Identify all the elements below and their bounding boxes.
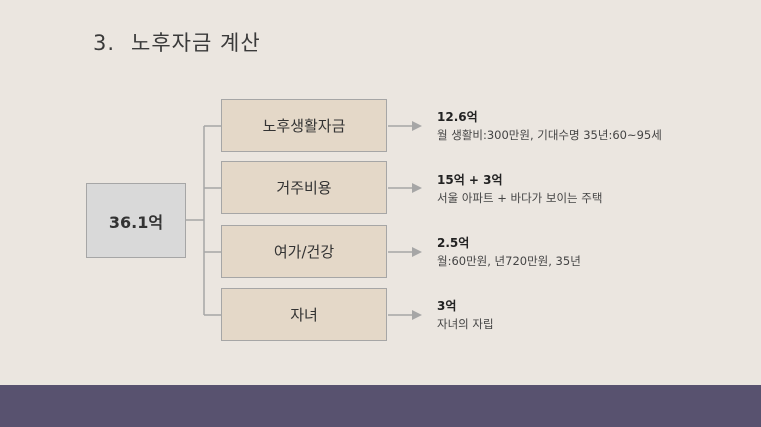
detail-children: 3억 자녀의 자립 [437,298,494,333]
footer-bar [0,385,761,427]
arrow-head-2 [412,183,422,193]
detail-description: 자녀의 자립 [437,317,494,331]
category-label: 여가/건강 [273,243,335,261]
detail-description: 월:60만원, 년720만원, 35년 [437,254,581,268]
detail-amount: 3억 [437,299,457,313]
arrow-head-3 [412,247,422,257]
detail-amount: 2.5억 [437,236,470,250]
detail-retirement-living: 12.6억 월 생활비:300만원, 기대수명 35년:60~95세 [437,109,662,144]
category-box-leisure-health: 여가/건강 [221,225,387,278]
title-text: 노후자금 계산 [131,31,261,55]
detail-leisure-health: 2.5억 월:60만원, 년720만원, 35년 [437,235,581,270]
total-amount: 36.1억 [108,212,164,232]
section-number: 3. [93,31,116,55]
detail-description: 월 생활비:300만원, 기대수명 35년:60~95세 [437,128,662,142]
arrow-head-1 [412,121,422,131]
arrow-head-4 [412,310,422,320]
total-box: 36.1억 [86,183,186,258]
category-box-children: 자녀 [221,288,387,341]
slide-title: 3. 노후자금 계산 [93,27,261,57]
category-box-housing: 거주비용 [221,161,387,214]
category-box-retirement-living: 노후생활자금 [221,99,387,152]
category-label: 자녀 [290,306,318,324]
detail-housing: 15억 + 3억 서울 아파트 + 바다가 보이는 주택 [437,172,602,207]
category-label: 거주비용 [276,179,332,197]
detail-amount: 15억 + 3억 [437,173,503,187]
category-label: 노후생활자금 [262,117,346,135]
detail-description: 서울 아파트 + 바다가 보이는 주택 [437,191,603,205]
detail-amount: 12.6억 [437,110,478,124]
